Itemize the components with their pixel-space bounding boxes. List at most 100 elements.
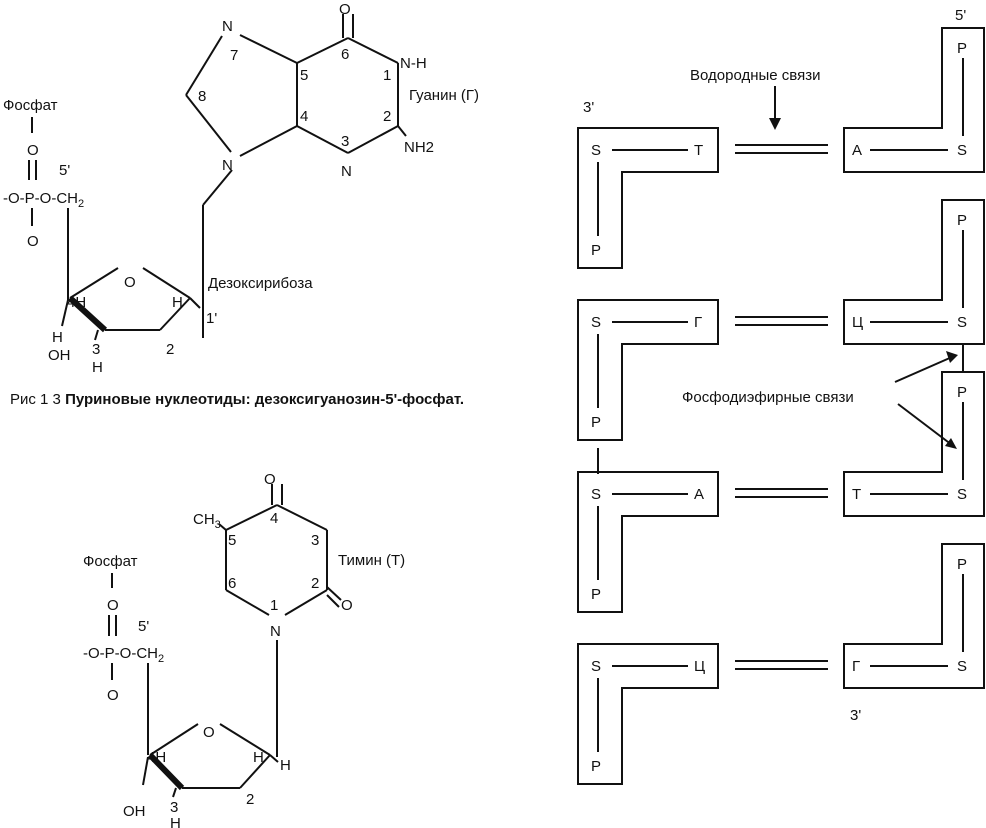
left-base-label: Ц bbox=[694, 658, 705, 675]
guanine-nucleotide: N N N-H N O NH2 7 8 5 4 6 3 1 2 Гуанин (… bbox=[3, 1, 479, 376]
thymine-number-4: 4 bbox=[270, 510, 278, 527]
sugar-h1: H bbox=[172, 294, 183, 311]
sugar-4h: 4H bbox=[147, 749, 166, 766]
left-sugar-label: S bbox=[591, 658, 601, 675]
arrow-head bbox=[945, 438, 957, 449]
thymine-number-3: 3 bbox=[311, 532, 319, 549]
left-nucleotide-block bbox=[577, 299, 719, 441]
sugar-h1: H bbox=[253, 749, 264, 766]
thymine-number-1: 1 bbox=[270, 597, 278, 614]
thymine-number-6: 6 bbox=[228, 575, 236, 592]
right-base-label: Ц bbox=[852, 314, 863, 331]
right-sugar-label: S bbox=[957, 314, 967, 331]
phosphate-chain: -O-P-O-CH2 bbox=[3, 190, 84, 210]
prime-5: 5' bbox=[138, 618, 149, 635]
left-base-label: Г bbox=[694, 314, 702, 331]
sugar-ring-oxygen: O bbox=[124, 274, 136, 291]
right-base-label: T bbox=[852, 486, 861, 503]
phosphate-oxygen-bottom: O bbox=[27, 233, 39, 250]
right-sugar-label: S bbox=[957, 142, 967, 159]
ring-number-8: 8 bbox=[198, 88, 206, 105]
deoxyribose-label: Дезоксирибоза bbox=[208, 275, 313, 292]
sugar-h3: H bbox=[92, 359, 103, 376]
right-nucleotide-block bbox=[843, 371, 985, 517]
left-base-label: A bbox=[694, 486, 704, 503]
left-phosphate-label: P bbox=[591, 414, 601, 431]
ring-number-3: 3 bbox=[341, 133, 349, 150]
atom-n7: N bbox=[222, 18, 233, 35]
right-nucleotide-block bbox=[843, 27, 985, 173]
phosphate-oxygen-top: O bbox=[27, 142, 39, 159]
strand-end-3prime-top: 3' bbox=[583, 99, 594, 116]
sugar-ring-oxygen: O bbox=[203, 724, 215, 741]
atom-amino: NH2 bbox=[404, 139, 434, 156]
caption-text: Пуриновые нуклеотиды: дезоксигуанозин-5'… bbox=[65, 391, 465, 408]
left-nucleotide-block bbox=[577, 643, 719, 785]
ring-number-4: 4 bbox=[300, 108, 308, 125]
ring-number-5: 5 bbox=[300, 67, 308, 84]
guanine-six-ring bbox=[296, 14, 407, 154]
arrow-head bbox=[946, 351, 958, 363]
strand-end-5prime-top: 5' bbox=[955, 7, 966, 24]
thymine-atom-n1: N bbox=[270, 623, 281, 640]
left-nucleotide-block bbox=[577, 127, 719, 269]
phosphodiester-bonds-label: Фосфодиэфирные связи bbox=[682, 389, 854, 406]
sugar-h-left: H bbox=[52, 329, 63, 346]
glycosidic-bond bbox=[202, 169, 233, 206]
guanine-phosphate: Фосфат O 5' -O-P-O-CH2 O bbox=[3, 97, 84, 300]
phosphodiester-arrow-upper bbox=[894, 356, 953, 383]
sugar-number-2: 2 bbox=[166, 341, 174, 358]
phosphodiester-arrow-lower bbox=[897, 403, 953, 446]
phosphate-label: Фосфат bbox=[83, 553, 138, 570]
sugar-h-right: H bbox=[280, 757, 291, 774]
phosphate-chain: -O-P-O-CH2 bbox=[83, 645, 164, 665]
atom-n1: N-H bbox=[400, 55, 427, 72]
thymine-nucleotide: O O N CH3 4 5 3 6 2 1 Тимин (Т) Фосфат O… bbox=[83, 471, 405, 828]
thymine-methyl: CH3 bbox=[193, 511, 221, 531]
prime-1: 1' bbox=[206, 310, 217, 327]
left-phosphate-label: P bbox=[591, 586, 601, 603]
guanine-sugar: O 4H H Дезоксирибоза 1' H OH 3 H 2 bbox=[48, 205, 313, 376]
phosphate-oxygen-top: O bbox=[107, 597, 119, 614]
left-sugar-label: S bbox=[591, 142, 601, 159]
thymine-number-5: 5 bbox=[228, 532, 236, 549]
right-base-label: Г bbox=[852, 658, 860, 675]
guanine-five-ring bbox=[185, 34, 298, 157]
thymine-name: Тимин (Т) bbox=[338, 552, 405, 569]
ring-number-1: 1 bbox=[383, 67, 391, 84]
atom-n9: N bbox=[222, 157, 233, 174]
right-nucleotide-block bbox=[843, 543, 985, 689]
right-phosphate-label: P bbox=[957, 384, 967, 401]
sugar-number-3: 3 bbox=[170, 799, 178, 816]
arrow-head bbox=[769, 118, 781, 130]
right-base-label: A bbox=[852, 142, 862, 159]
right-phosphate-label: P bbox=[957, 212, 967, 229]
base-pair: S P T A S P bbox=[577, 27, 985, 269]
strand-end-3prime-bottom: 3' bbox=[850, 707, 861, 724]
sugar-4h: 4H bbox=[67, 294, 86, 311]
caption-prefix: Рис 1 3 bbox=[10, 391, 61, 408]
right-phosphate-label: P bbox=[957, 40, 967, 57]
left-sugar-label: S bbox=[591, 486, 601, 503]
sugar-h3: H bbox=[170, 815, 181, 828]
thymine-oxygen-top: O bbox=[264, 471, 276, 488]
thymine-oxygen-right: O bbox=[341, 597, 353, 614]
sugar-oh: OH bbox=[123, 803, 146, 820]
sugar-number-3: 3 bbox=[92, 341, 100, 358]
base-pair: S P Ц Г S P bbox=[577, 543, 985, 785]
left-base-label: T bbox=[694, 142, 703, 159]
right-sugar-label: S bbox=[957, 486, 967, 503]
thymine-sugar: O 4H H H OH 3 H 2 bbox=[123, 723, 291, 828]
base-pair: S P A T S P bbox=[577, 371, 985, 613]
thymine-phosphate: Фосфат O 5' -O-P-O-CH2 O bbox=[83, 553, 164, 755]
right-phosphate-label: P bbox=[957, 556, 967, 573]
ring-number-2: 2 bbox=[383, 108, 391, 125]
hydrogen-bonds-label: Водородные связи bbox=[690, 67, 820, 84]
right-sugar-label: S bbox=[957, 658, 967, 675]
thymine-ring bbox=[218, 484, 342, 757]
ring-number-6: 6 bbox=[341, 46, 349, 63]
atom-oxygen: O bbox=[339, 1, 351, 18]
left-phosphate-label: P bbox=[591, 242, 601, 259]
